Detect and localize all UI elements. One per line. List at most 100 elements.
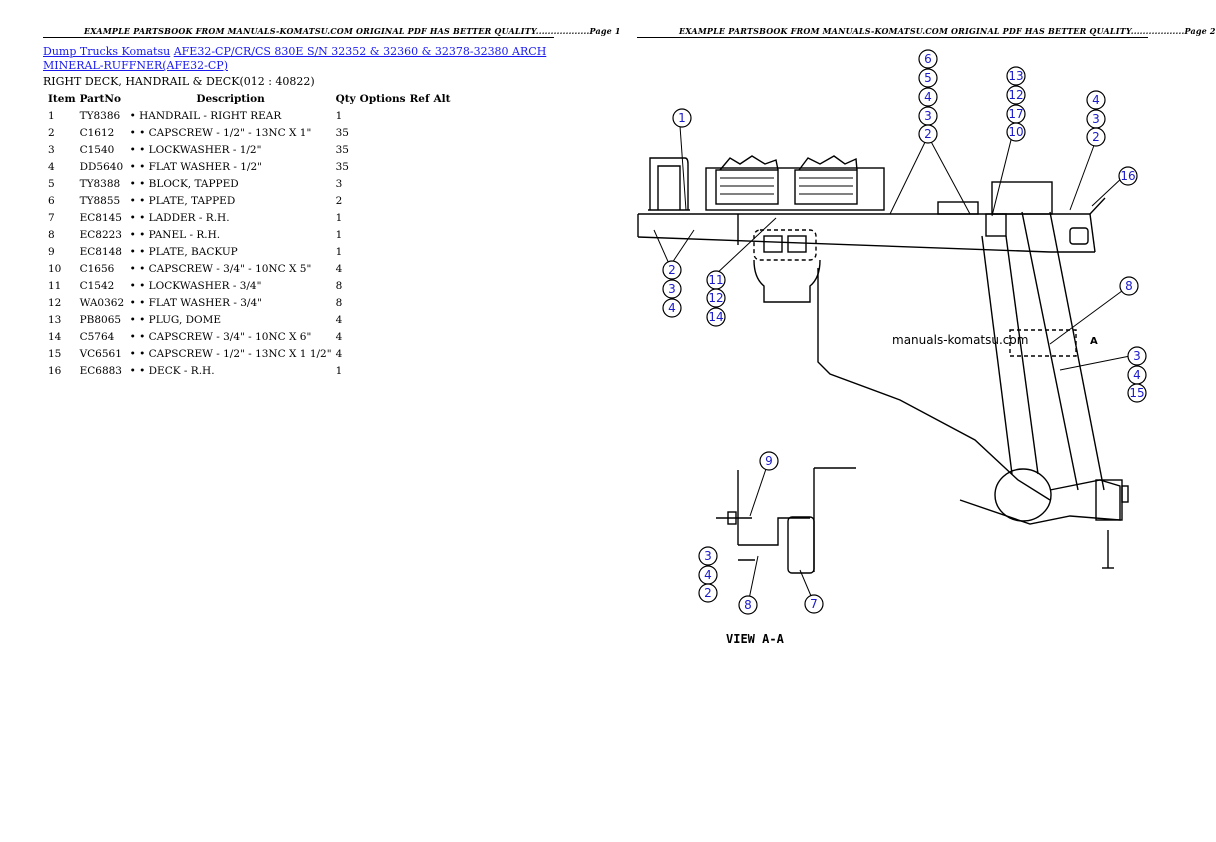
callout-number: 4 [1092, 93, 1100, 107]
breadcrumb-link-model[interactable]: AFE32-CP/CR/CS 830E S/N 32352 & 32360 & … [173, 45, 547, 58]
callout-number: 3 [1133, 349, 1141, 363]
callout-balloon [1127, 346, 1147, 366]
callout-number: 1 [678, 111, 686, 125]
callout-number: 2 [1092, 130, 1100, 144]
part-qty: 4 [335, 262, 343, 275]
empty-cell [432, 260, 453, 277]
part-description: • • CAPSCREW - 1/2" - 13NC X 1 1/2" [129, 347, 332, 360]
part-qty: 4 [335, 313, 343, 326]
callout-number: 12 [1008, 88, 1023, 102]
empty-cell [408, 311, 432, 328]
callout-balloon [662, 279, 682, 299]
column-header-options: Options [359, 92, 406, 105]
callout-number: 3 [924, 109, 932, 123]
callout-number: 2 [704, 586, 712, 600]
breadcrumb-link-dump-trucks[interactable]: Dump Trucks Komatsu [43, 45, 171, 58]
part-number: TY8388 [79, 177, 121, 190]
empty-cell [408, 124, 432, 141]
empty-cell [432, 277, 453, 294]
callout-balloon [1086, 127, 1106, 147]
column-header-description: Description [196, 92, 265, 105]
empty-cell [432, 294, 453, 311]
empty-cell [408, 328, 432, 345]
empty-cell [432, 345, 453, 362]
item-number: 12 [48, 296, 62, 309]
empty-cell [408, 260, 432, 277]
callout-balloon [672, 108, 692, 128]
part-description: • • CAPSCREW - 1/2" - 13NC X 1" [129, 126, 312, 139]
callout-balloon [1127, 383, 1147, 403]
part-description: • • LOCKWASHER - 3/4" [129, 279, 262, 292]
callout-number: 4 [1133, 368, 1141, 382]
deck-panels [705, 155, 1053, 237]
callout-number: 2 [668, 263, 676, 277]
breadcrumb: Dump Trucks Komatsu AFE32-CP/CR/CS 830E … [43, 45, 546, 73]
callout-balloon [738, 595, 758, 615]
empty-cell [432, 175, 453, 192]
part-number: C1540 [79, 143, 115, 156]
callout-number: 13 [1008, 69, 1023, 83]
empty-cell [408, 277, 432, 294]
item-number: 4 [48, 160, 55, 173]
empty-cell [432, 226, 453, 243]
item-number: 14 [48, 330, 62, 343]
deck-beam [637, 197, 1106, 253]
part-number: EC8223 [79, 228, 122, 241]
callout-balloon [706, 307, 726, 327]
view-a-a-label: VIEW A-A [726, 632, 785, 646]
empty-cell [408, 158, 432, 175]
item-number: 13 [48, 313, 62, 326]
empty-cell [358, 107, 408, 124]
callout-balloon [662, 260, 682, 280]
watermark: manuals-komatsu.com [892, 333, 1028, 347]
callout-number: 5 [924, 71, 932, 85]
callout-balloon [1118, 166, 1138, 186]
empty-cell [432, 328, 453, 345]
empty-cell [358, 345, 408, 362]
callout-balloon [918, 87, 938, 107]
callout-balloon [918, 49, 938, 69]
part-number: EC8145 [79, 211, 122, 224]
part-qty: 8 [335, 279, 343, 292]
part-description: • • LADDER - R.H. [129, 211, 230, 224]
table-header-row: Item PartNo Description Qty Options Ref … [43, 90, 453, 107]
callout-number: 17 [1008, 107, 1023, 121]
callout-number: 4 [668, 301, 676, 315]
empty-cell [432, 192, 453, 209]
callout-number: 16 [1120, 169, 1135, 183]
part-qty: 1 [335, 109, 343, 122]
empty-cell [408, 362, 432, 379]
part-description: • • BLOCK, TAPPED [129, 177, 239, 190]
empty-cell [358, 192, 408, 209]
part-qty: 1 [335, 245, 343, 258]
empty-cell [358, 277, 408, 294]
empty-cell [358, 243, 408, 260]
column-header-item: Item [48, 92, 76, 105]
callout-balloon [662, 298, 682, 318]
section-view [716, 467, 856, 574]
breadcrumb-link-variant[interactable]: MINERAL-RUFFNER(AFE32-CP) [43, 59, 228, 72]
item-number: 10 [48, 262, 62, 275]
item-number: 3 [48, 143, 55, 156]
column-header-partno: PartNo [79, 92, 121, 105]
part-description: • • PLATE, BACKUP [129, 245, 238, 258]
empty-cell [432, 209, 453, 226]
callout-number: 9 [765, 454, 773, 468]
empty-cell [408, 175, 432, 192]
empty-cell [358, 226, 408, 243]
part-description: • • DECK - R.H. [129, 364, 215, 377]
page-title: RIGHT DECK, HANDRAIL & DECK(012 : 40822) [43, 75, 315, 88]
empty-cell [358, 158, 408, 175]
part-qty: 1 [335, 364, 343, 377]
part-number: TY8386 [79, 109, 121, 122]
item-number: 15 [48, 347, 62, 360]
part-qty: 3 [335, 177, 343, 190]
